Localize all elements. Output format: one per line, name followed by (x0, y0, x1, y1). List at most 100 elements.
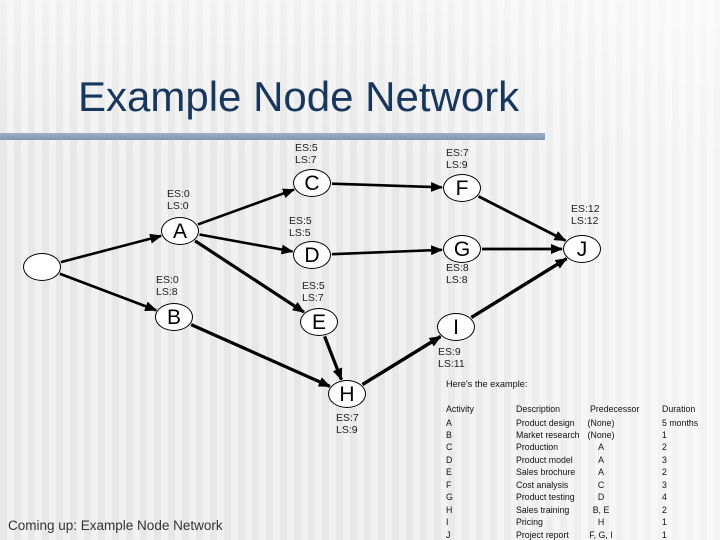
edge-start-B (59, 272, 158, 312)
ls-value: LS:7 (295, 154, 317, 167)
edge-A-D (199, 233, 294, 255)
description-cell: Product model (516, 454, 573, 465)
table-row: J Project report F, G, I 1 (0, 530, 720, 540)
activity-cell: C (446, 442, 453, 453)
predecessor-cell: (None) (587, 429, 615, 440)
footer-text: Coming up: Example Node Network (8, 518, 223, 533)
edge-H-I (361, 335, 442, 386)
duration-cell: 1 (662, 429, 667, 440)
es-value: ES:7 (336, 412, 359, 424)
header-duration-cell: Duration (662, 404, 696, 414)
ls-value: LS:8 (446, 274, 468, 287)
header-description-cell: Description (516, 404, 561, 414)
page-title: Example Node Network (78, 73, 520, 120)
node-J: J (563, 235, 601, 263)
table-row: D Product model A 3 (0, 455, 720, 468)
predecessor-cell: F, G, I (589, 529, 613, 540)
node-A: A (161, 217, 199, 245)
node-start (23, 253, 61, 281)
example-intro: Here's the example: (446, 379, 528, 389)
description-cell: Sales training (516, 504, 570, 515)
es-value: ES:7 (446, 147, 469, 159)
duration-cell: 3 (662, 479, 667, 490)
ls-value: LS:0 (167, 200, 189, 213)
edge-F-J (477, 195, 567, 242)
activity-cell: J (446, 529, 451, 540)
duration-cell: 3 (662, 454, 667, 465)
predecessor-cell: A (598, 442, 604, 453)
duration-cell: 2 (662, 504, 667, 515)
activity-cell: F (446, 479, 452, 490)
es-value: ES:8 (446, 262, 469, 274)
ls-value: LS:9 (446, 159, 468, 172)
es-value: ES:0 (156, 274, 179, 286)
node-B: B (155, 303, 193, 331)
es-value: ES:0 (167, 188, 190, 200)
es-value: ES:5 (302, 280, 325, 292)
duration-cell: 5 months (662, 417, 699, 428)
node-letter: A (172, 219, 187, 243)
description-cell: Pricing (516, 517, 543, 528)
edge-I-J (470, 257, 568, 319)
description-cell: Project report (516, 529, 569, 540)
predecessor-cell: D (597, 492, 605, 503)
predecessor-cell: H (597, 517, 605, 528)
duration-cell: 2 (662, 442, 667, 453)
node-letter: E (311, 310, 326, 334)
ls-value: LS:9 (336, 424, 358, 437)
edge-A-C (197, 188, 295, 226)
node-G: G (443, 235, 481, 263)
es-value: ES:5 (295, 142, 318, 154)
predecessor-cell: C (597, 479, 605, 490)
description-cell: Product testing (516, 492, 575, 503)
activity-cell: A (446, 417, 452, 428)
predecessor-cell: A (598, 454, 604, 465)
node-letter: I (453, 315, 459, 339)
node-C: C (293, 169, 331, 197)
es-value: ES:9 (438, 346, 461, 358)
activity-cell: D (446, 454, 453, 465)
node-letter: H (339, 382, 355, 406)
description-cell: Production (516, 442, 559, 453)
predecessor-cell: (None) (587, 417, 615, 428)
predecessor-cell: B, E (592, 504, 610, 515)
edge-D-G (331, 245, 444, 256)
ls-value: LS:12 (571, 215, 599, 228)
node-letter: C (304, 171, 320, 195)
node-I: I (437, 313, 475, 341)
ls-value: LS:5 (289, 227, 311, 240)
node-letter: B (166, 305, 181, 329)
node-letter: J (576, 237, 588, 261)
header-predecessor-cell: Predecessor (590, 404, 640, 414)
ls-value: LS:11 (438, 358, 465, 371)
table-row: C Production A 2 (0, 442, 720, 455)
duration-cell: 1 (662, 529, 667, 540)
node-F: F (443, 174, 481, 202)
activity-cell: G (446, 492, 453, 503)
activity-cell: I (446, 517, 449, 528)
description-cell: Sales brochure (516, 467, 576, 478)
edge-A-E (194, 239, 305, 314)
edge-E-H (323, 335, 343, 381)
edge-B-H (190, 323, 331, 388)
title-underline (0, 133, 545, 140)
duration-cell: 2 (662, 467, 667, 478)
description-cell: Market research (516, 429, 580, 440)
node-E: E (300, 308, 338, 336)
